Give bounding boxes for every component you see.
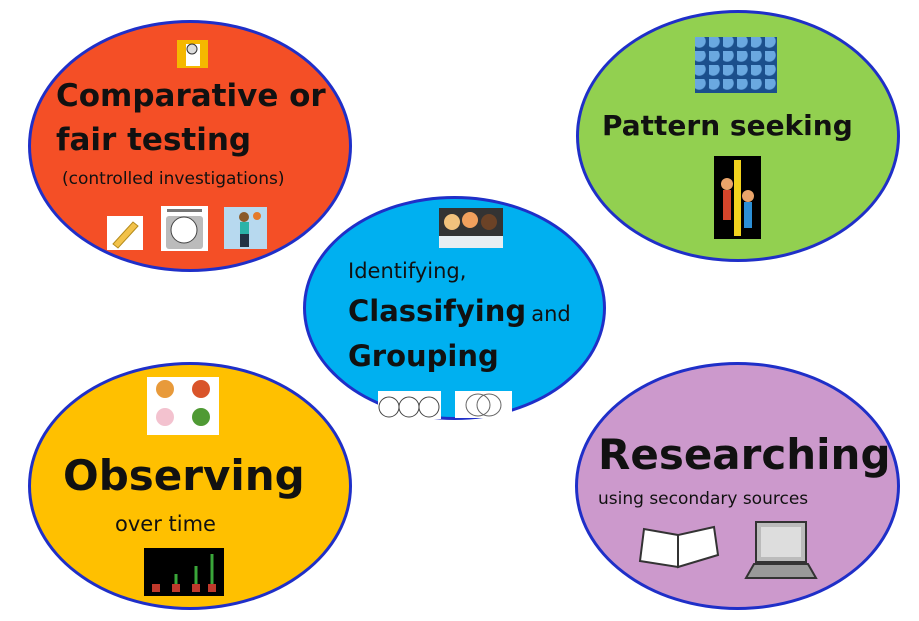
- weighing-scale-icon: [161, 206, 208, 251]
- observing-title: Observing: [63, 451, 305, 500]
- comparative-title-line2: fair testing: [56, 122, 252, 158]
- observing-subtitle: over time: [115, 512, 216, 536]
- open-book-icon: [636, 525, 722, 571]
- children-measuring-height-image: [714, 156, 761, 239]
- seasonal-trees-image: [147, 377, 219, 435]
- plant-growth-image: [144, 548, 224, 596]
- bubble-wrap-image: [695, 37, 777, 93]
- researching-ellipse: [575, 362, 900, 610]
- identifying-line1: Identifying,: [348, 259, 467, 283]
- researching-subtitle: using secondary sources: [598, 489, 809, 509]
- classifying-word: Classifying: [348, 294, 527, 328]
- comparative-title-line1: Comparative or: [56, 78, 326, 114]
- children-examining-image: [439, 208, 503, 248]
- sorting-hoops-icon: [378, 391, 441, 419]
- laptop-icon: [742, 520, 820, 584]
- pattern-seeking-title: Pattern seeking: [602, 109, 853, 142]
- and-word: and: [531, 302, 571, 326]
- grouping-word: Grouping: [348, 339, 499, 373]
- researching-title: Researching: [598, 430, 891, 479]
- stopwatch-icon: [177, 40, 208, 68]
- comparative-subtitle: (controlled investigations): [62, 169, 285, 189]
- venn-diagram-icon: [455, 391, 512, 418]
- identifying-line2: Classifying and: [348, 294, 571, 328]
- ruler-icon: [107, 216, 143, 250]
- child-ball-icon: [224, 207, 267, 249]
